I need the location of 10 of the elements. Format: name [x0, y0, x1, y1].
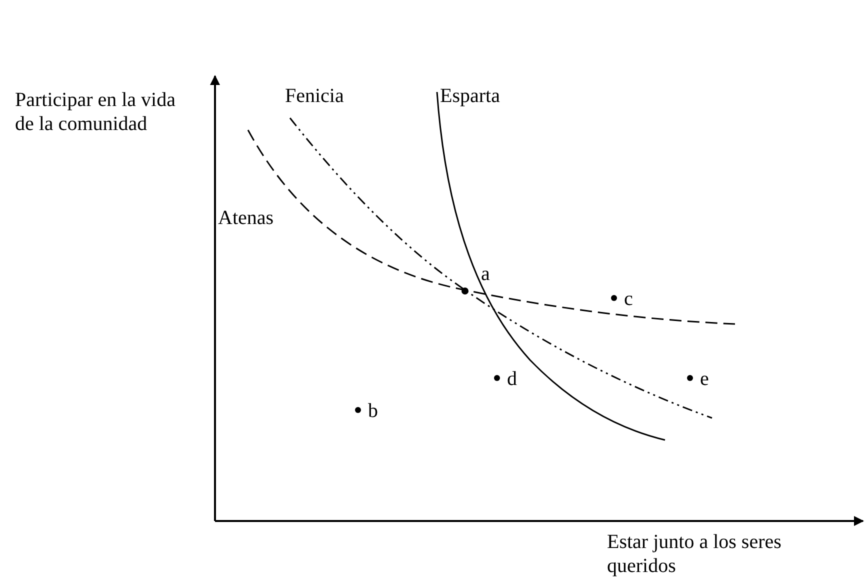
curve-label: Fenicia: [285, 84, 344, 108]
point-label: c: [624, 287, 633, 311]
curve-label: Atenas: [218, 206, 274, 230]
axis-label: Estar junto a los seres queridos: [607, 530, 782, 578]
point-label: a: [481, 262, 490, 286]
axis-label: Participar en la vida de la comunidad: [15, 88, 176, 136]
point-label: e: [700, 367, 709, 391]
point-label: d: [507, 367, 517, 391]
point-label: b: [368, 399, 378, 423]
curve-label: Esparta: [440, 84, 500, 108]
